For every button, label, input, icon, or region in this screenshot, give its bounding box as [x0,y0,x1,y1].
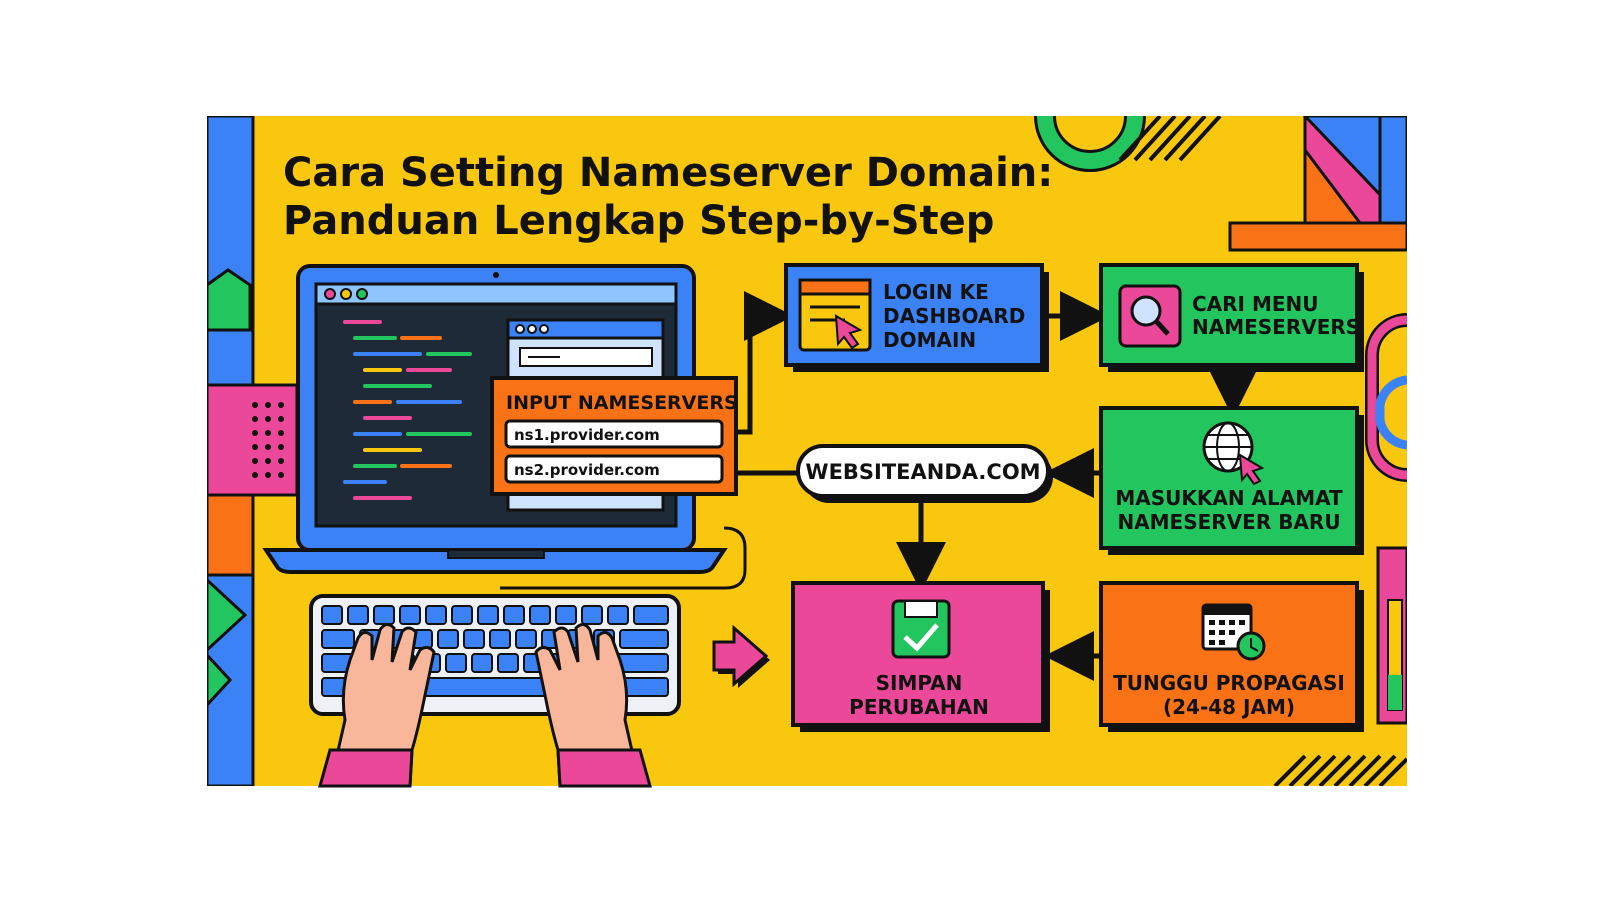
right-hand [534,623,652,788]
page-title: Cara Setting Nameserver Domain: Panduan … [283,150,1053,244]
bottom-right-hatch [1273,754,1407,786]
floppy-check-icon [891,599,951,659]
step-wait-propagation: TUNGGU PROPAGASI (24-48 JAM) [1099,581,1364,732]
left-hand [318,623,436,788]
step-wait-line1: TUNGGU PROPAGASI [1113,671,1345,695]
connector-panel-to-login [736,291,794,435]
step-wait-line2: (24-48 JAM) [1163,695,1295,719]
left-decoration [207,116,299,786]
right-decoration [1365,313,1407,725]
step-login: LOGIN KE DASHBOARD DOMAIN [784,263,1049,372]
title-line-1: Cara Setting Nameserver Domain: [283,150,1053,196]
magnifier-icon [1118,284,1182,348]
step-enter-line2: NAMESERVER BARU [1117,510,1340,534]
pink-arrow-icon [712,624,770,688]
step-login-line3: DOMAIN [883,328,976,352]
top-right-decoration [1228,116,1407,252]
code-lines [343,320,472,500]
cursor-window-icon [798,278,872,352]
ns2-value: ns2.provider.com [514,461,660,479]
domain-pill: WEBSITEANDA.COM [796,444,1053,503]
step-find-line2: NAMESERVERS [1192,315,1360,339]
step-save: SIMPAN PERUBAHAN [791,581,1050,732]
step-save-line1: SIMPAN [876,671,963,695]
keyboard-illustration [309,594,681,788]
calendar-clock-icon [1201,603,1266,661]
step-login-line2: DASHBOARD [883,304,1025,328]
ns2-field[interactable] [504,454,724,484]
ns1-field[interactable] [504,419,724,449]
panel-title: INPUT NAMESERVERS [506,392,738,414]
globe-cursor-icon [1202,421,1265,486]
domain-text: WEBSITEANDA.COM [805,460,1040,484]
title-line-2: Panduan Lengkap Step-by-Step [283,198,994,244]
step-find-menu: CARI MENU NAMESERVERS [1099,263,1364,372]
step-login-line1: LOGIN KE [883,280,989,304]
ns1-value: ns1.provider.com [514,426,660,444]
step-enter-line1: MASUKKAN ALAMAT [1115,486,1343,510]
top-decoration [1034,116,1222,172]
step-find-line1: CARI MENU [1192,292,1319,316]
input-nameservers-panel: INPUT NAMESERVERS ns1.provider.com ns2.p… [490,376,738,496]
step-save-line2: PERUBAHAN [849,695,989,719]
step-enter-nameserver: MASUKKAN ALAMAT NAMESERVER BARU [1099,406,1364,555]
